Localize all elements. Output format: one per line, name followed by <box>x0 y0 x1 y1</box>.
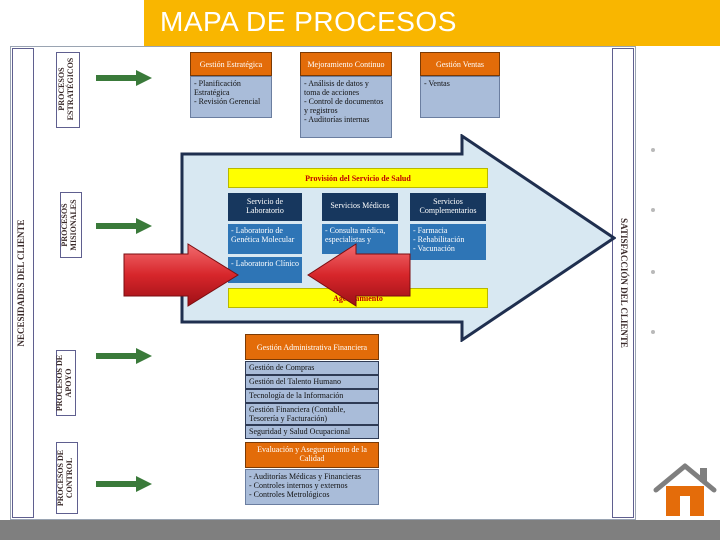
left-needs-panel <box>12 48 34 518</box>
category-misionales: PROCESOS MISIONALES <box>60 199 78 251</box>
laboratorio-title: Servicio de Laboratorio <box>228 193 302 221</box>
home-icon[interactable] <box>652 462 718 518</box>
arrow-right-icon <box>96 348 152 364</box>
category-control-box <box>56 442 78 514</box>
mejoramiento-title: Mejoramiento Continuo <box>300 52 392 76</box>
laboratorio-item-clinico: - Laboratorio Clínico <box>228 257 302 283</box>
medicos-title: Servicios Médicos <box>322 193 398 221</box>
support-title: Gestión Administrativa Financiera <box>245 334 379 360</box>
category-estrategicos: PROCESOS ESTRATÉGICOS <box>57 57 75 121</box>
gestion-estrategica-title: Gestión Estratégica <box>190 52 272 76</box>
title-bar <box>144 0 720 46</box>
decorative-dot <box>651 330 655 334</box>
page-title: MAPA DE PROCESOS <box>160 6 457 37</box>
decorative-dot <box>651 148 655 152</box>
category-apoyo-box <box>56 350 76 416</box>
red-arrow-left-icon <box>307 243 411 307</box>
arrow-right-icon <box>96 70 152 86</box>
control-title: Evaluación y Aseguramiento de la Calidad <box>245 442 379 468</box>
control-items: - Auditorías Médicas y Financieras - Con… <box>245 469 379 505</box>
arrow-right-icon <box>96 476 152 492</box>
support-item-talento: Gestión del Talento Humano <box>245 375 379 389</box>
arrow-right-icon <box>96 218 152 234</box>
right-satisfaction-panel <box>612 48 634 518</box>
decorative-dot <box>651 208 655 212</box>
decorative-dot <box>651 270 655 274</box>
ventas-items: - Ventas <box>420 76 500 118</box>
needs-label: NECESIDADES DEL CLIENTE <box>16 219 26 347</box>
complementarios-title: Servicios Complementarios <box>410 193 486 221</box>
category-estrategicos-box <box>56 52 80 128</box>
footer-bar <box>0 520 720 540</box>
category-control: PROCESOS DE CONTROL <box>56 449 74 507</box>
ventas-title: Gestión Ventas <box>420 52 500 76</box>
mejoramiento-items: - Análisis de datos y toma de acciones -… <box>300 76 392 138</box>
support-item-seguridad: Seguridad y Salud Ocupacional <box>245 425 379 439</box>
complementarios-items: - Farmacia - Rehabilitación - Vacunación <box>410 224 486 260</box>
medicos-items: - Consulta médica, especialistas y <box>322 224 398 254</box>
laboratorio-item-genetica: - Laboratorio de Genética Molecular <box>228 224 302 254</box>
gestion-estrategica-items: - Planificación Estratégica - Revisión G… <box>190 76 272 118</box>
support-item-compras: Gestión de Compras <box>245 361 379 375</box>
satisfaction-label: SATISFACCIÓN DEL CLIENTE <box>619 218 629 348</box>
category-misionales-box <box>60 192 82 258</box>
missional-header: Provisión del Servicio de Salud <box>228 168 488 188</box>
support-item-financiera: Gestión Financiera (Contable, Tesorería … <box>245 403 379 425</box>
red-arrow-right-icon <box>123 243 239 307</box>
category-apoyo: PROCESOS DE APOYO <box>55 354 73 412</box>
support-item-tecnologia: Tecnología de la Información <box>245 389 379 403</box>
